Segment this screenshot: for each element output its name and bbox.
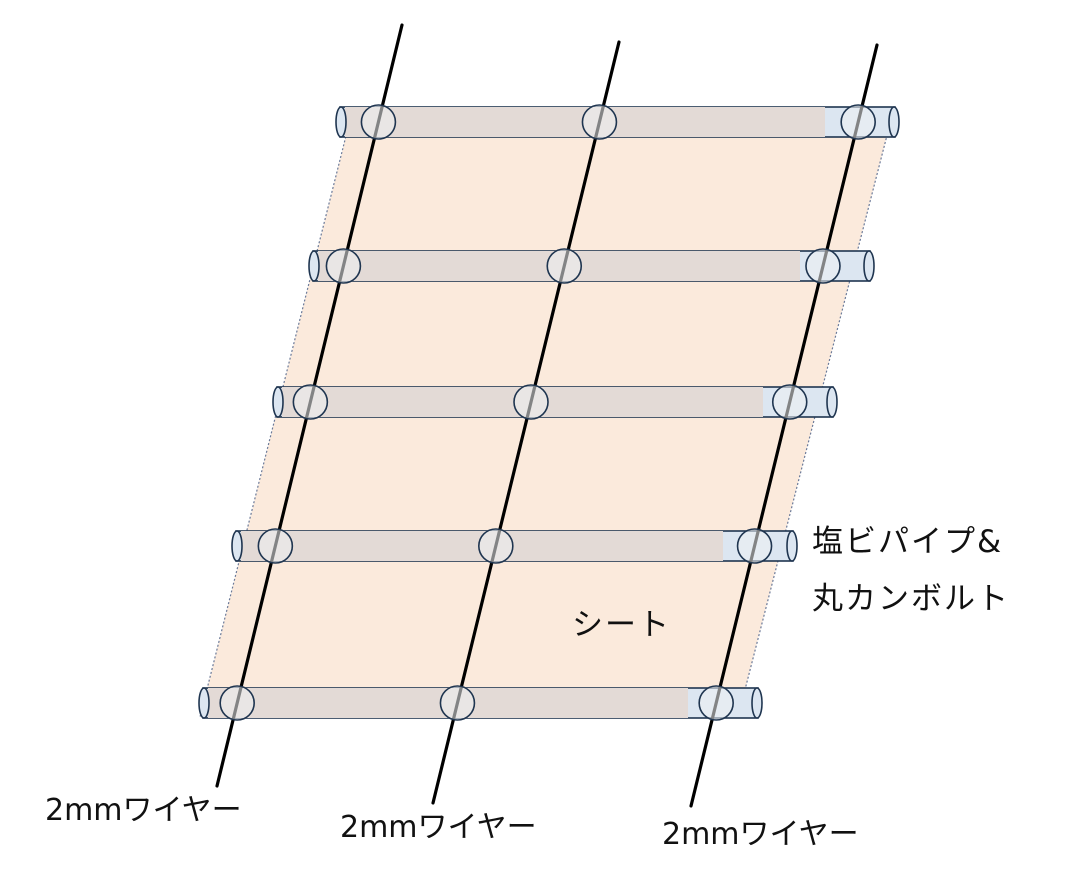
ring-bolt-2-1: [325, 248, 362, 284]
ring-bolt-1-1: [360, 104, 397, 140]
pipe-2-left-end: [308, 250, 320, 282]
ring-bolt-3-3: [771, 384, 808, 420]
wire-label-left: 2mmワイヤー: [45, 793, 242, 828]
ring-bolt-1-3: [840, 104, 876, 140]
sheet-label: シート: [572, 607, 671, 643]
wire-2: [431, 40, 621, 805]
ring-bolt-3-2: [513, 384, 549, 420]
pipe-1-right-end: [888, 106, 900, 138]
ring-bolt-4-1: [257, 528, 294, 564]
ring-bolt-1-2: [581, 104, 618, 140]
pipe-4-right-end: [786, 530, 798, 562]
ring-bolt-5-3: [698, 685, 734, 721]
pipe-2-right-end: [863, 250, 875, 282]
pipe-3-left-end: [272, 386, 284, 418]
pipe-1-left-end: [335, 106, 347, 138]
ring-bolt-4-3: [736, 528, 773, 564]
wire-3: [689, 43, 879, 808]
pipe-label-line1: 塩ビパイプ&: [812, 524, 1004, 560]
pipe-3-right-end: [826, 386, 838, 418]
ring-bolt-2-2: [546, 248, 583, 284]
pipe-4-left-end: [231, 530, 243, 562]
pipe-5-left-end: [198, 687, 210, 719]
ring-bolt-5-1: [219, 685, 255, 721]
pipe-5-right-end: [751, 687, 763, 719]
pipe-label-line2: 丸カンボルト: [812, 581, 1010, 617]
wire-label-middle: 2mmワイヤー: [340, 810, 537, 845]
ring-bolt-2-3: [805, 248, 841, 284]
wire-label-right: 2mmワイヤー: [662, 817, 859, 852]
ring-bolt-4-2: [478, 528, 514, 564]
ring-bolt-3-1: [292, 384, 329, 420]
ring-bolt-5-2: [439, 685, 476, 721]
